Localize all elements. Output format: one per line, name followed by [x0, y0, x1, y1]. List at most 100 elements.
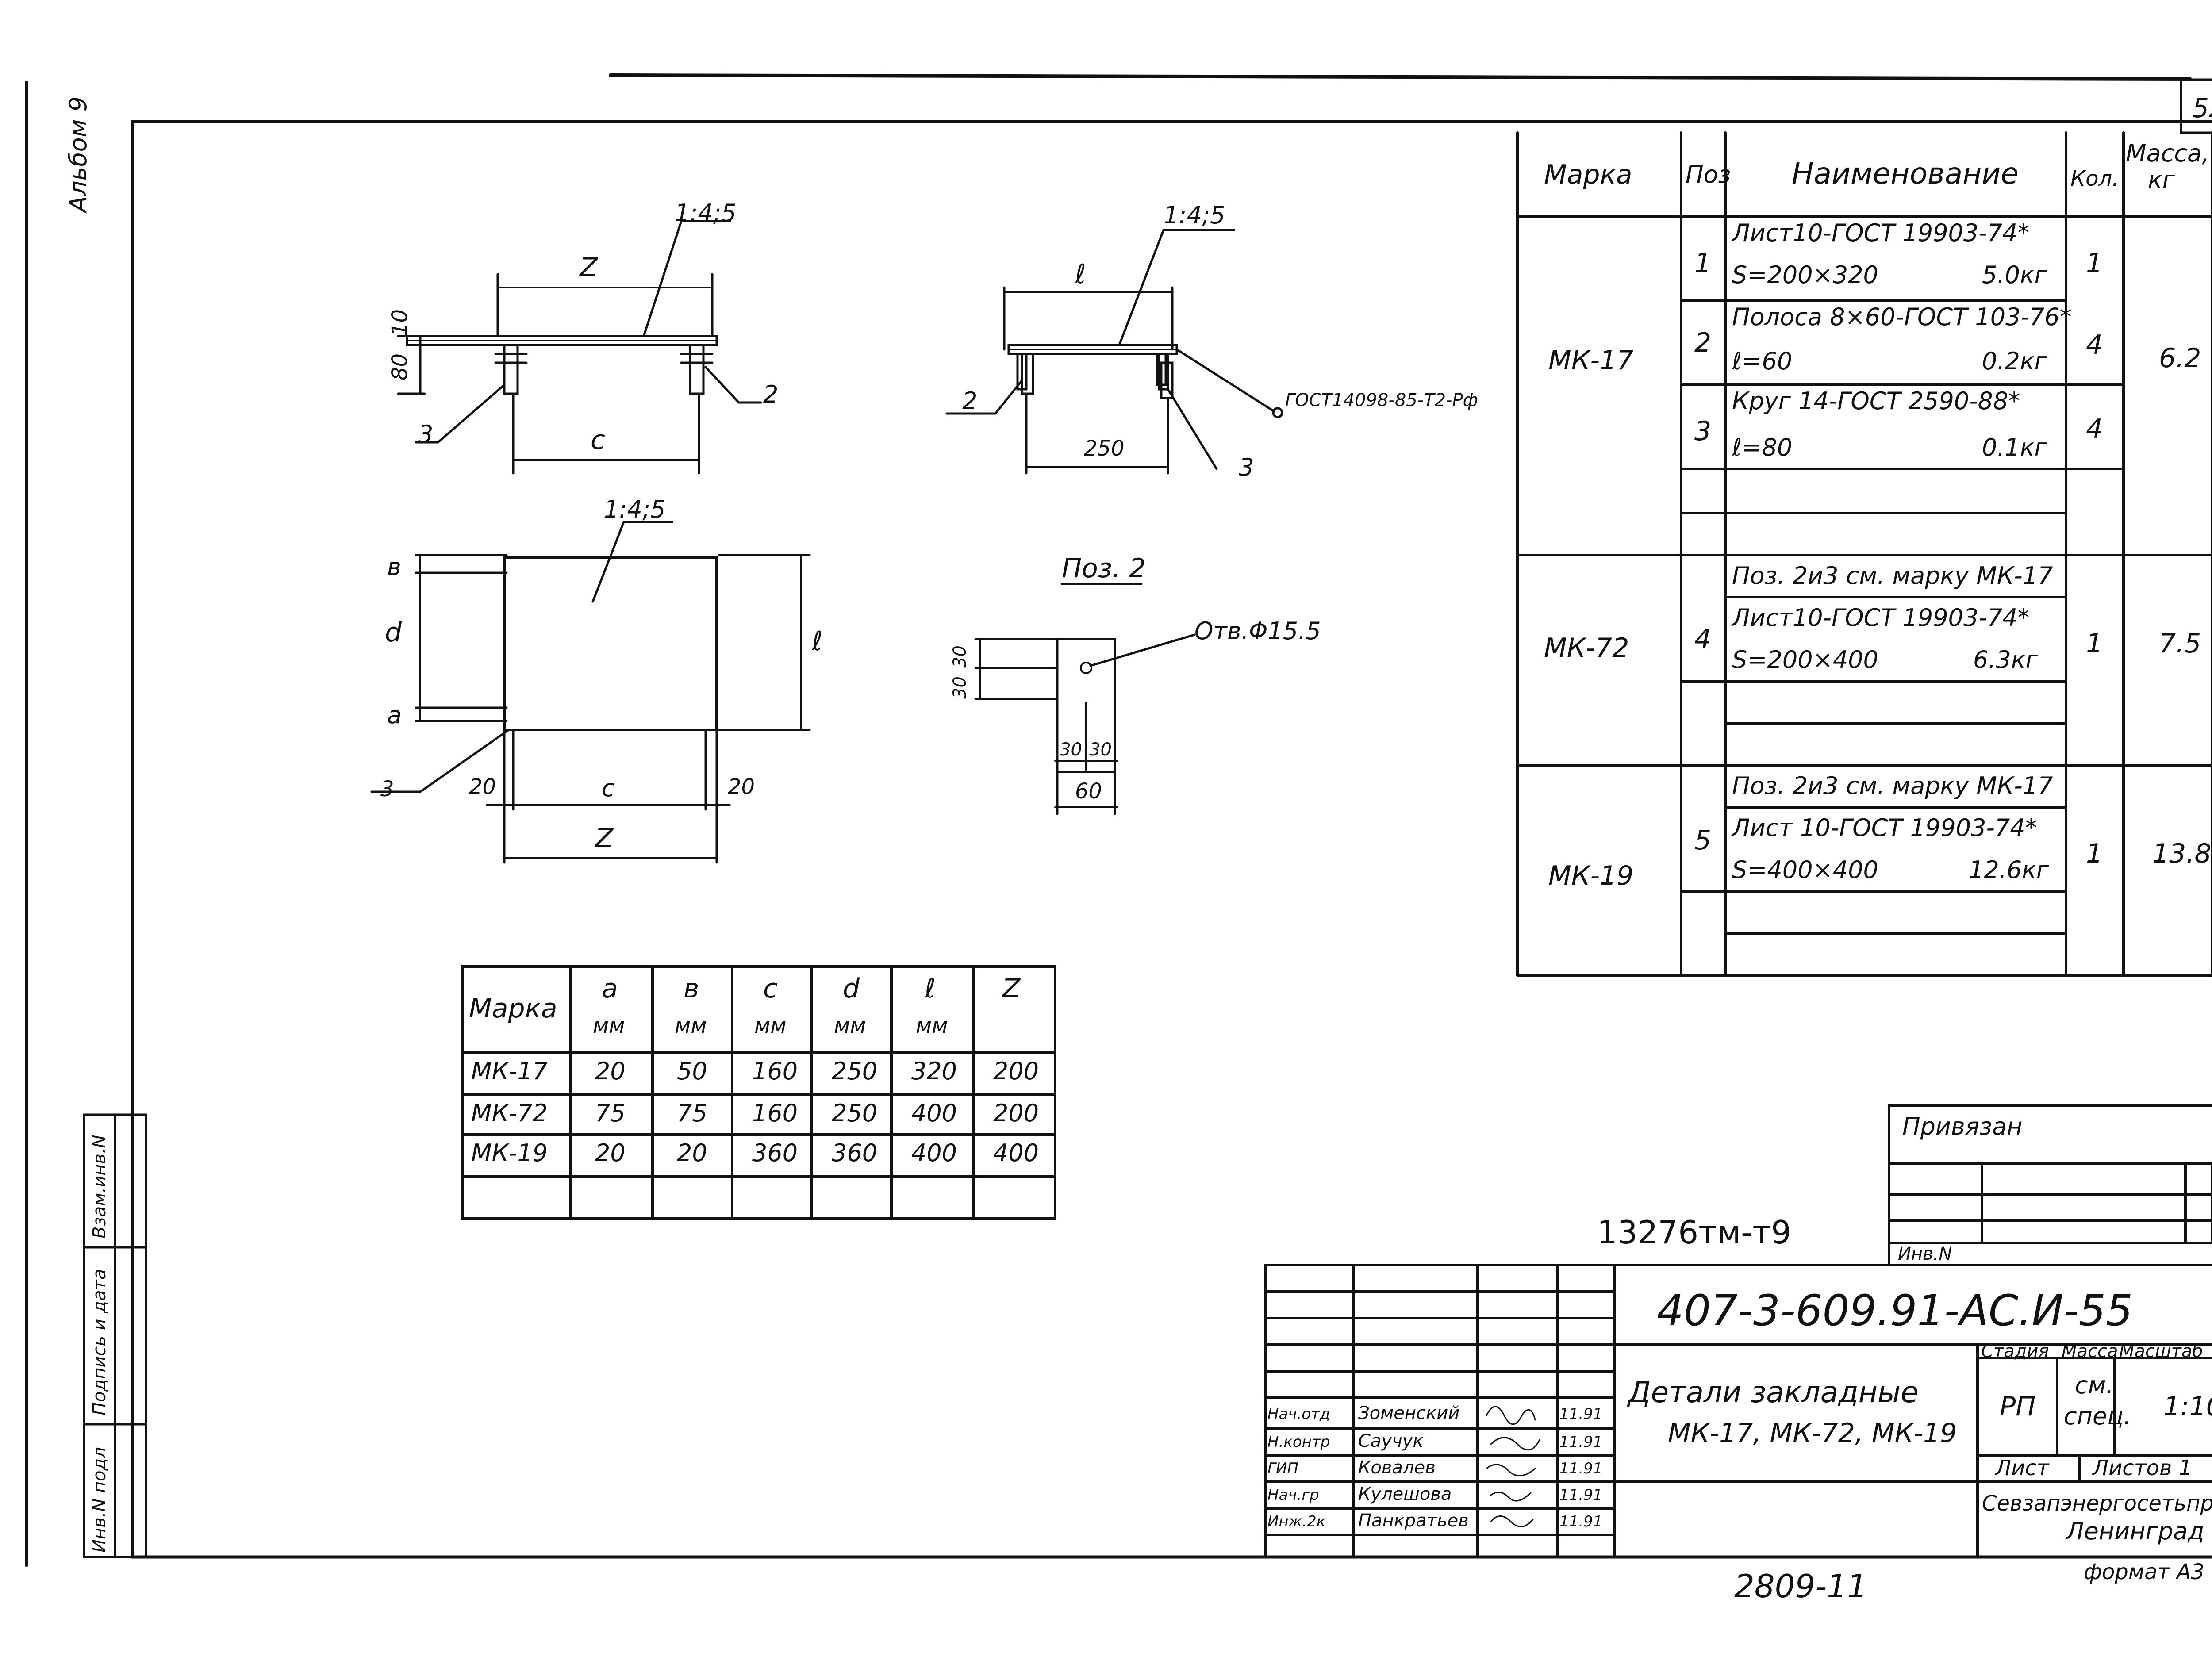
bottom-code: 2809-11: [1734, 1568, 1867, 1605]
sign-name: Зоменский: [1358, 1403, 1460, 1423]
spec-h-name: Наименование: [1792, 157, 2019, 191]
stamp-vzam: Взам.инв.N: [89, 1135, 110, 1239]
sign-name: Панкратьев: [1358, 1511, 1469, 1531]
spec-mark-mk17: МК-17: [1548, 345, 1634, 376]
spec-line1: Поз. 2и3 см. марку МК-17: [1732, 562, 2053, 590]
album-label: Альбом 9: [64, 96, 92, 212]
format-label: формат А3: [2084, 1560, 2205, 1584]
sign-date: 11.91: [1559, 1405, 1603, 1423]
section-right-view: [945, 229, 1283, 475]
tl-pos-3: 3: [418, 420, 434, 448]
handwritten-code: 13276тм-т9: [1597, 1214, 1792, 1251]
spec-qty: 1: [2086, 628, 2103, 659]
spec-pos: 1: [1694, 248, 1712, 279]
tl-pos-2: 2: [763, 380, 779, 408]
stadia-label: Стадия: [1981, 1341, 2049, 1361]
plan-pos-3: 3: [380, 777, 394, 801]
sign-date: 11.91: [1559, 1433, 1603, 1451]
stamp-inv: Инв.N подл: [89, 1447, 110, 1553]
title-line1: Детали закладные: [1628, 1375, 1919, 1409]
plan-dim-d: d: [385, 617, 402, 648]
dims-cell: 160: [752, 1057, 798, 1085]
sign-name: Ковалев: [1358, 1457, 1436, 1478]
tr-scale-note: 1:4;5: [1164, 201, 1225, 229]
plan-dim-c: c: [602, 774, 615, 802]
dims-cell: 200: [993, 1057, 1039, 1085]
sign-name: Кулешова: [1358, 1484, 1452, 1504]
signature-scribbles: [1486, 1406, 1540, 1527]
sheet-frame: [25, 73, 2212, 1567]
spec-weight: 0.1кг: [1982, 433, 2047, 461]
spec-line2: S=200×400: [1732, 646, 1878, 674]
dims-h-c: c: [763, 973, 778, 1004]
dims-h-a: a: [602, 973, 618, 1004]
tr-pos-2: 2: [962, 387, 978, 415]
sign-role: Нач.отд: [1267, 1405, 1330, 1423]
sign-date: 11.91: [1559, 1513, 1603, 1530]
poz2-title: Поз. 2: [1062, 553, 1146, 584]
plan-view: [370, 521, 811, 864]
spec-line1: Круг 14-ГОСТ 2590-88*: [1732, 387, 2020, 415]
dims-cell: 50: [677, 1057, 707, 1085]
dims-cell: 20: [677, 1139, 707, 1167]
privyazan-label: Привязан: [1902, 1112, 2023, 1140]
dims-cell: 20: [595, 1139, 626, 1167]
spec-h-qty: Кол.: [2070, 166, 2119, 191]
spec-mass-mk72: 7.5: [2159, 628, 2201, 659]
poz2-d30b: 30: [950, 676, 970, 699]
list-label: Лист: [1995, 1456, 2049, 1480]
poz2-hole: Отв.Φ15.5: [1194, 617, 1321, 645]
spec-h-mass2: кг: [2148, 166, 2175, 194]
spec-weight: 12.6кг: [1969, 856, 2049, 884]
dims-cell: 400: [911, 1139, 957, 1167]
poz2-d60: 60: [1075, 779, 1102, 804]
tr-weld-note: ГОСТ14098-85-Т2-Рф: [1285, 390, 1478, 410]
spec-mass-mk19: 13.8: [2152, 838, 2212, 869]
dims-table-grid: [461, 965, 1056, 1220]
spec-weight: 6.3кг: [1973, 646, 2038, 674]
dims-h-l: ℓ: [925, 973, 936, 1004]
massa-label: Масса: [2062, 1341, 2118, 1361]
dims-cell: 20: [595, 1057, 626, 1085]
title-block-grid: [1264, 1104, 2212, 1558]
massa-value-2: спец.: [2064, 1402, 2131, 1430]
dims-h-L: Z: [1002, 973, 1021, 1004]
sign-date: 11.91: [1559, 1460, 1603, 1477]
dims-cell: 360: [752, 1139, 798, 1167]
dims-h-d: d: [843, 973, 860, 1004]
spec-line1: Полоса 8×60-ГОСТ 103-76*: [1732, 303, 2072, 331]
tl-dim-80: 80: [388, 353, 412, 380]
spec-line1: Лист10-ГОСТ 19903-74*: [1732, 604, 2030, 632]
dims-cell: 250: [832, 1099, 878, 1127]
poz2-d30c: 30: [1060, 740, 1082, 760]
dims-cell: 320: [911, 1057, 957, 1085]
tr-dim-250: 250: [1084, 436, 1125, 461]
tr-dim-l: ℓ: [1075, 259, 1086, 290]
inv-label: Инв.N: [1898, 1244, 1952, 1264]
spec-qty: 4: [2086, 414, 2103, 445]
spec-line1: Лист 10-ГОСТ 19903-74*: [1732, 814, 2037, 842]
stamp-podpis: Подпись и дата: [89, 1269, 110, 1415]
masshtab-label: Масштаб: [2119, 1341, 2204, 1361]
spec-mass-mk17: 6.2: [2159, 343, 2201, 374]
sign-role: Н.контр: [1267, 1433, 1330, 1451]
dims-cell: 200: [993, 1099, 1039, 1127]
poz2-d30d: 30: [1089, 740, 1112, 760]
spec-pos: 4: [1694, 624, 1712, 655]
spec-line1: Лист10-ГОСТ 19903-74*: [1732, 219, 2030, 247]
plan-dim-L: Z: [595, 823, 614, 854]
doc-code: 407-3-609.91-АС.И-55: [1657, 1286, 2133, 1335]
dims-h-mark: Марка: [469, 993, 557, 1024]
dims-cell: 160: [752, 1099, 798, 1127]
poz2-view: [974, 583, 1196, 815]
spec-qty: 1: [2086, 838, 2103, 869]
listov-label: Листов 1: [2093, 1456, 2193, 1480]
dims-cell: 400: [993, 1139, 1039, 1167]
stadia-value: РП: [2000, 1391, 2036, 1422]
sign-name: Саучук: [1358, 1431, 1424, 1451]
spec-pos: 5: [1694, 825, 1712, 856]
dims-cell: МК-19: [471, 1139, 548, 1167]
spec-line1: Поз. 2и3 см. марку МК-17: [1732, 772, 2053, 800]
spec-h-mass1: Масса,: [2126, 139, 2210, 167]
plan-dim-b: в: [387, 553, 401, 581]
